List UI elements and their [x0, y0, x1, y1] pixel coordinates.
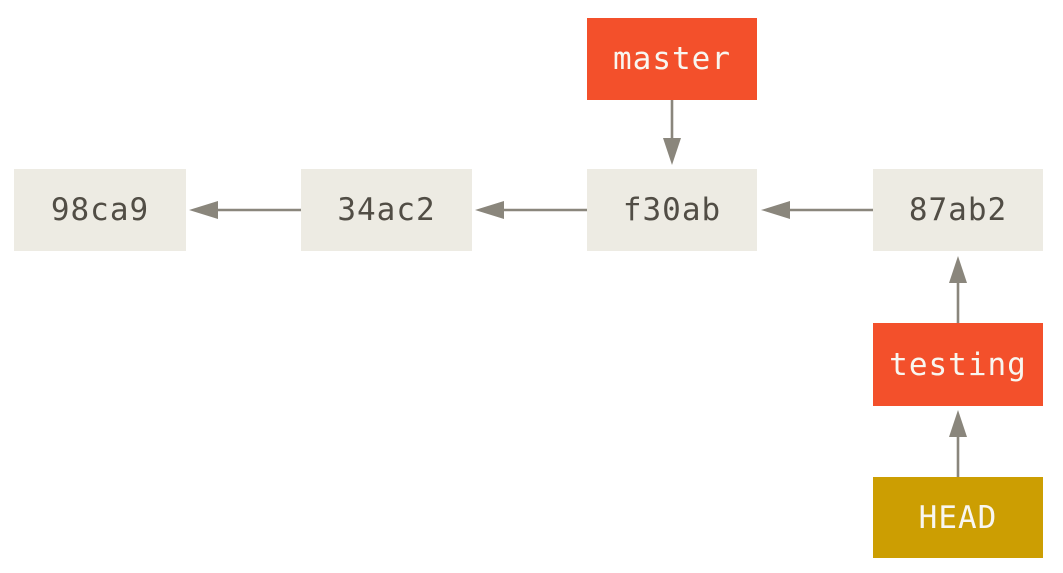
head-label: HEAD: [918, 499, 998, 536]
commit-node-34ac2: 34ac2: [301, 169, 472, 251]
commit-node-98ca9: 98ca9: [14, 169, 186, 251]
commit-hash-label: 98ca9: [50, 192, 150, 228]
branch-label: testing: [889, 346, 1027, 383]
arrow-head-to-testing: [949, 410, 967, 477]
commit-hash-label: 87ab2: [908, 192, 1008, 228]
branch-node-testing: testing: [873, 323, 1043, 406]
branch-node-master: master: [587, 18, 757, 100]
arrow-master-to-f30ab: [663, 100, 681, 165]
commit-hash-label: f30ab: [622, 192, 722, 228]
commit-node-f30ab: f30ab: [587, 169, 757, 251]
branch-label: master: [613, 41, 731, 77]
commit-node-87ab2: 87ab2: [873, 169, 1043, 251]
arrow-f30ab-to-34ac2: [475, 201, 587, 219]
arrow-testing-to-87ab2: [949, 256, 967, 323]
head-node: HEAD: [873, 477, 1043, 558]
arrow-87ab2-to-f30ab: [761, 201, 873, 219]
commit-hash-label: 34ac2: [337, 192, 436, 228]
arrow-34ac2-to-98ca9: [189, 201, 301, 219]
